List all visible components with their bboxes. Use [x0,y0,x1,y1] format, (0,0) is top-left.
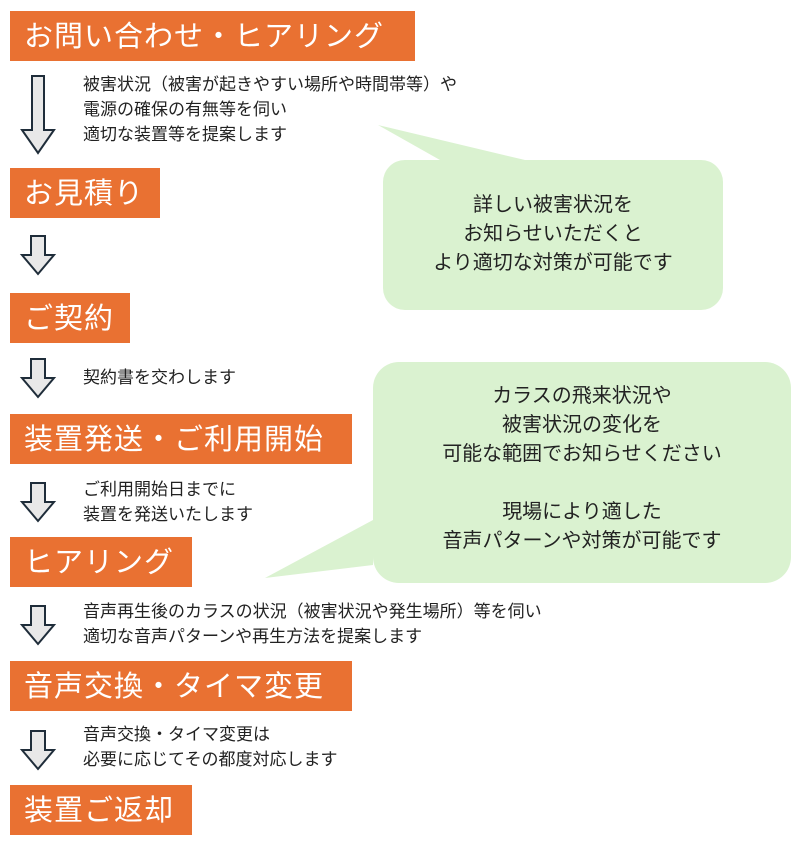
callout-line: 音声パターンや対策が可能です [442,528,722,552]
step-hearing: ヒアリング [10,537,192,587]
description-sound-timer: 音声交換・タイマ変更は 必要に応じてその都度対応します [83,723,338,773]
callout-line: 可能な範囲でお知らせください [442,441,722,465]
callout-line: お知らせいただくと [463,221,643,245]
description-line: 契約書を交わします [83,368,236,388]
callout-2-shape [265,362,791,583]
callout-1-text: 詳しい被害状況を お知らせいただくと より適切な対策が可能です [383,190,723,277]
callout-1-shape [378,125,723,310]
callout-line: 被害状況の変化を [502,412,662,436]
down-arrow [19,235,57,276]
description-line: 音声交換・タイマ変更は [83,725,270,745]
description-hearing: 音声再生後のカラスの状況（被害状況や発生場所）等を伺い 適切な音声パターンや再生… [83,600,542,650]
description-line: 音声再生後のカラスの状況（被害状況や発生場所）等を伺い [83,602,542,622]
description-line: 電源の確保の有無等を伺い [83,100,287,120]
step-sound-timer-change: 音声交換・タイマ変更 [10,661,352,711]
description-line: 装置を発送いたします [83,505,253,525]
description-inquiry: 被害状況（被害が起きやすい場所や時間帯等）や 電源の確保の有無等を伺い 適切な装… [83,73,457,148]
description-line: 適切な音声パターンや再生方法を提案します [83,627,423,647]
step-inquiry-hearing: お問い合わせ・ヒアリング [10,11,415,61]
step-estimate: お見積り [10,168,160,218]
description-shipping: ご利用開始日までに 装置を発送いたします [83,478,253,528]
down-arrow [19,482,57,523]
callout-line: カラスの飛来状況や [492,383,672,407]
description-line: 必要に応じてその都度対応します [83,750,338,770]
description-line: ご利用開始日までに [83,480,236,500]
callout-spacer [373,468,791,497]
description-line: 適切な装置等を提案します [83,125,287,145]
callout-line: 詳しい被害状況を [473,192,633,216]
callout-line: 現場により適した [502,499,662,523]
down-arrow [19,358,57,399]
down-arrow [20,75,56,155]
description-contract: 契約書を交わします [83,366,236,391]
callout-2-text: カラスの飛来状況や 被害状況の変化を 可能な範囲でお知らせください 現場により適… [373,381,791,555]
callout-line: より適切な対策が可能です [433,250,673,274]
step-shipping-start: 装置発送・ご利用開始 [10,414,352,464]
step-device-return: 装置ご返却 [10,785,192,835]
description-line: 被害状況（被害が起きやすい場所や時間帯等）や [83,75,457,95]
step-contract: ご契約 [10,293,130,343]
down-arrow [19,730,57,771]
down-arrow [19,605,57,646]
